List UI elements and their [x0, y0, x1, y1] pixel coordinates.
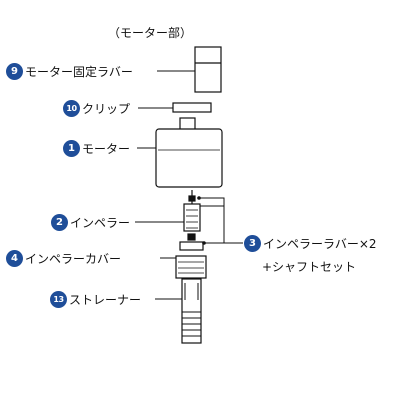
section-title: （モーター部）	[108, 26, 193, 40]
part-number-badge: 10	[63, 100, 80, 117]
part-number-badge: 13	[50, 291, 67, 308]
part-name: クリップ	[82, 101, 131, 116]
part-number-badge: 9	[6, 63, 23, 80]
part-label-3-line2: +シャフトセット	[262, 260, 357, 274]
impeller-rubber-top	[188, 195, 196, 202]
part-number-badge: 4	[6, 250, 23, 267]
leader-3-bracket	[199, 197, 225, 244]
part-label-1: 1 モーター	[63, 140, 130, 157]
impeller-hub	[179, 241, 204, 251]
part-name: インペラー	[70, 215, 131, 230]
motor-fixing-rubber-part	[194, 46, 222, 93]
impeller-rubber-bottom	[187, 233, 196, 241]
part-name: インペラーラバー×2	[263, 236, 377, 251]
part-name: モーター	[82, 141, 131, 156]
part-label-10: 10 クリップ	[63, 100, 130, 117]
part-label-9: 9 モーター固定ラバー	[6, 63, 133, 80]
part-name: モーター固定ラバー	[25, 64, 133, 79]
part-label-4: 4 インペラーカバー	[6, 250, 121, 267]
part-name: インペラーカバー	[25, 251, 122, 266]
clip-part	[172, 102, 212, 113]
leader-3-dot-bottom	[202, 241, 206, 245]
part-number-badge: 3	[244, 235, 261, 252]
part-number-badge: 1	[63, 140, 80, 157]
part-number-badge: 2	[51, 214, 68, 231]
part-label-13: 13 ストレーナー	[50, 291, 141, 308]
impeller-cover-part	[175, 255, 207, 279]
motor-body-part	[155, 128, 223, 188]
motor-shaft-stub	[179, 117, 196, 131]
part-name: ストレーナー	[69, 292, 142, 307]
part-label-3: 3 インペラーラバー×2	[244, 235, 377, 252]
strainer-part	[181, 278, 202, 344]
impeller-part	[183, 203, 201, 232]
leader-3-dot-top	[197, 196, 201, 200]
part-label-2: 2 インペラー	[51, 214, 130, 231]
